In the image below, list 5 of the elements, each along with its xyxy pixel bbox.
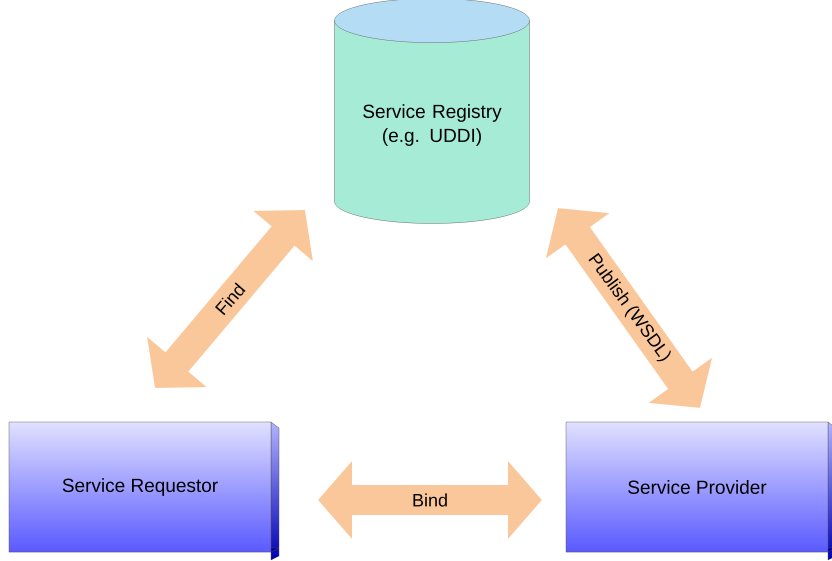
database-cylinder: Service Registry (e.g. UDDI)	[334, 0, 530, 224]
process-box: Service Provider	[566, 422, 832, 560]
edge-label: Bind	[411, 492, 450, 508]
double-arrow	[546, 208, 712, 408]
process-box: Service Requestor	[8, 422, 280, 560]
